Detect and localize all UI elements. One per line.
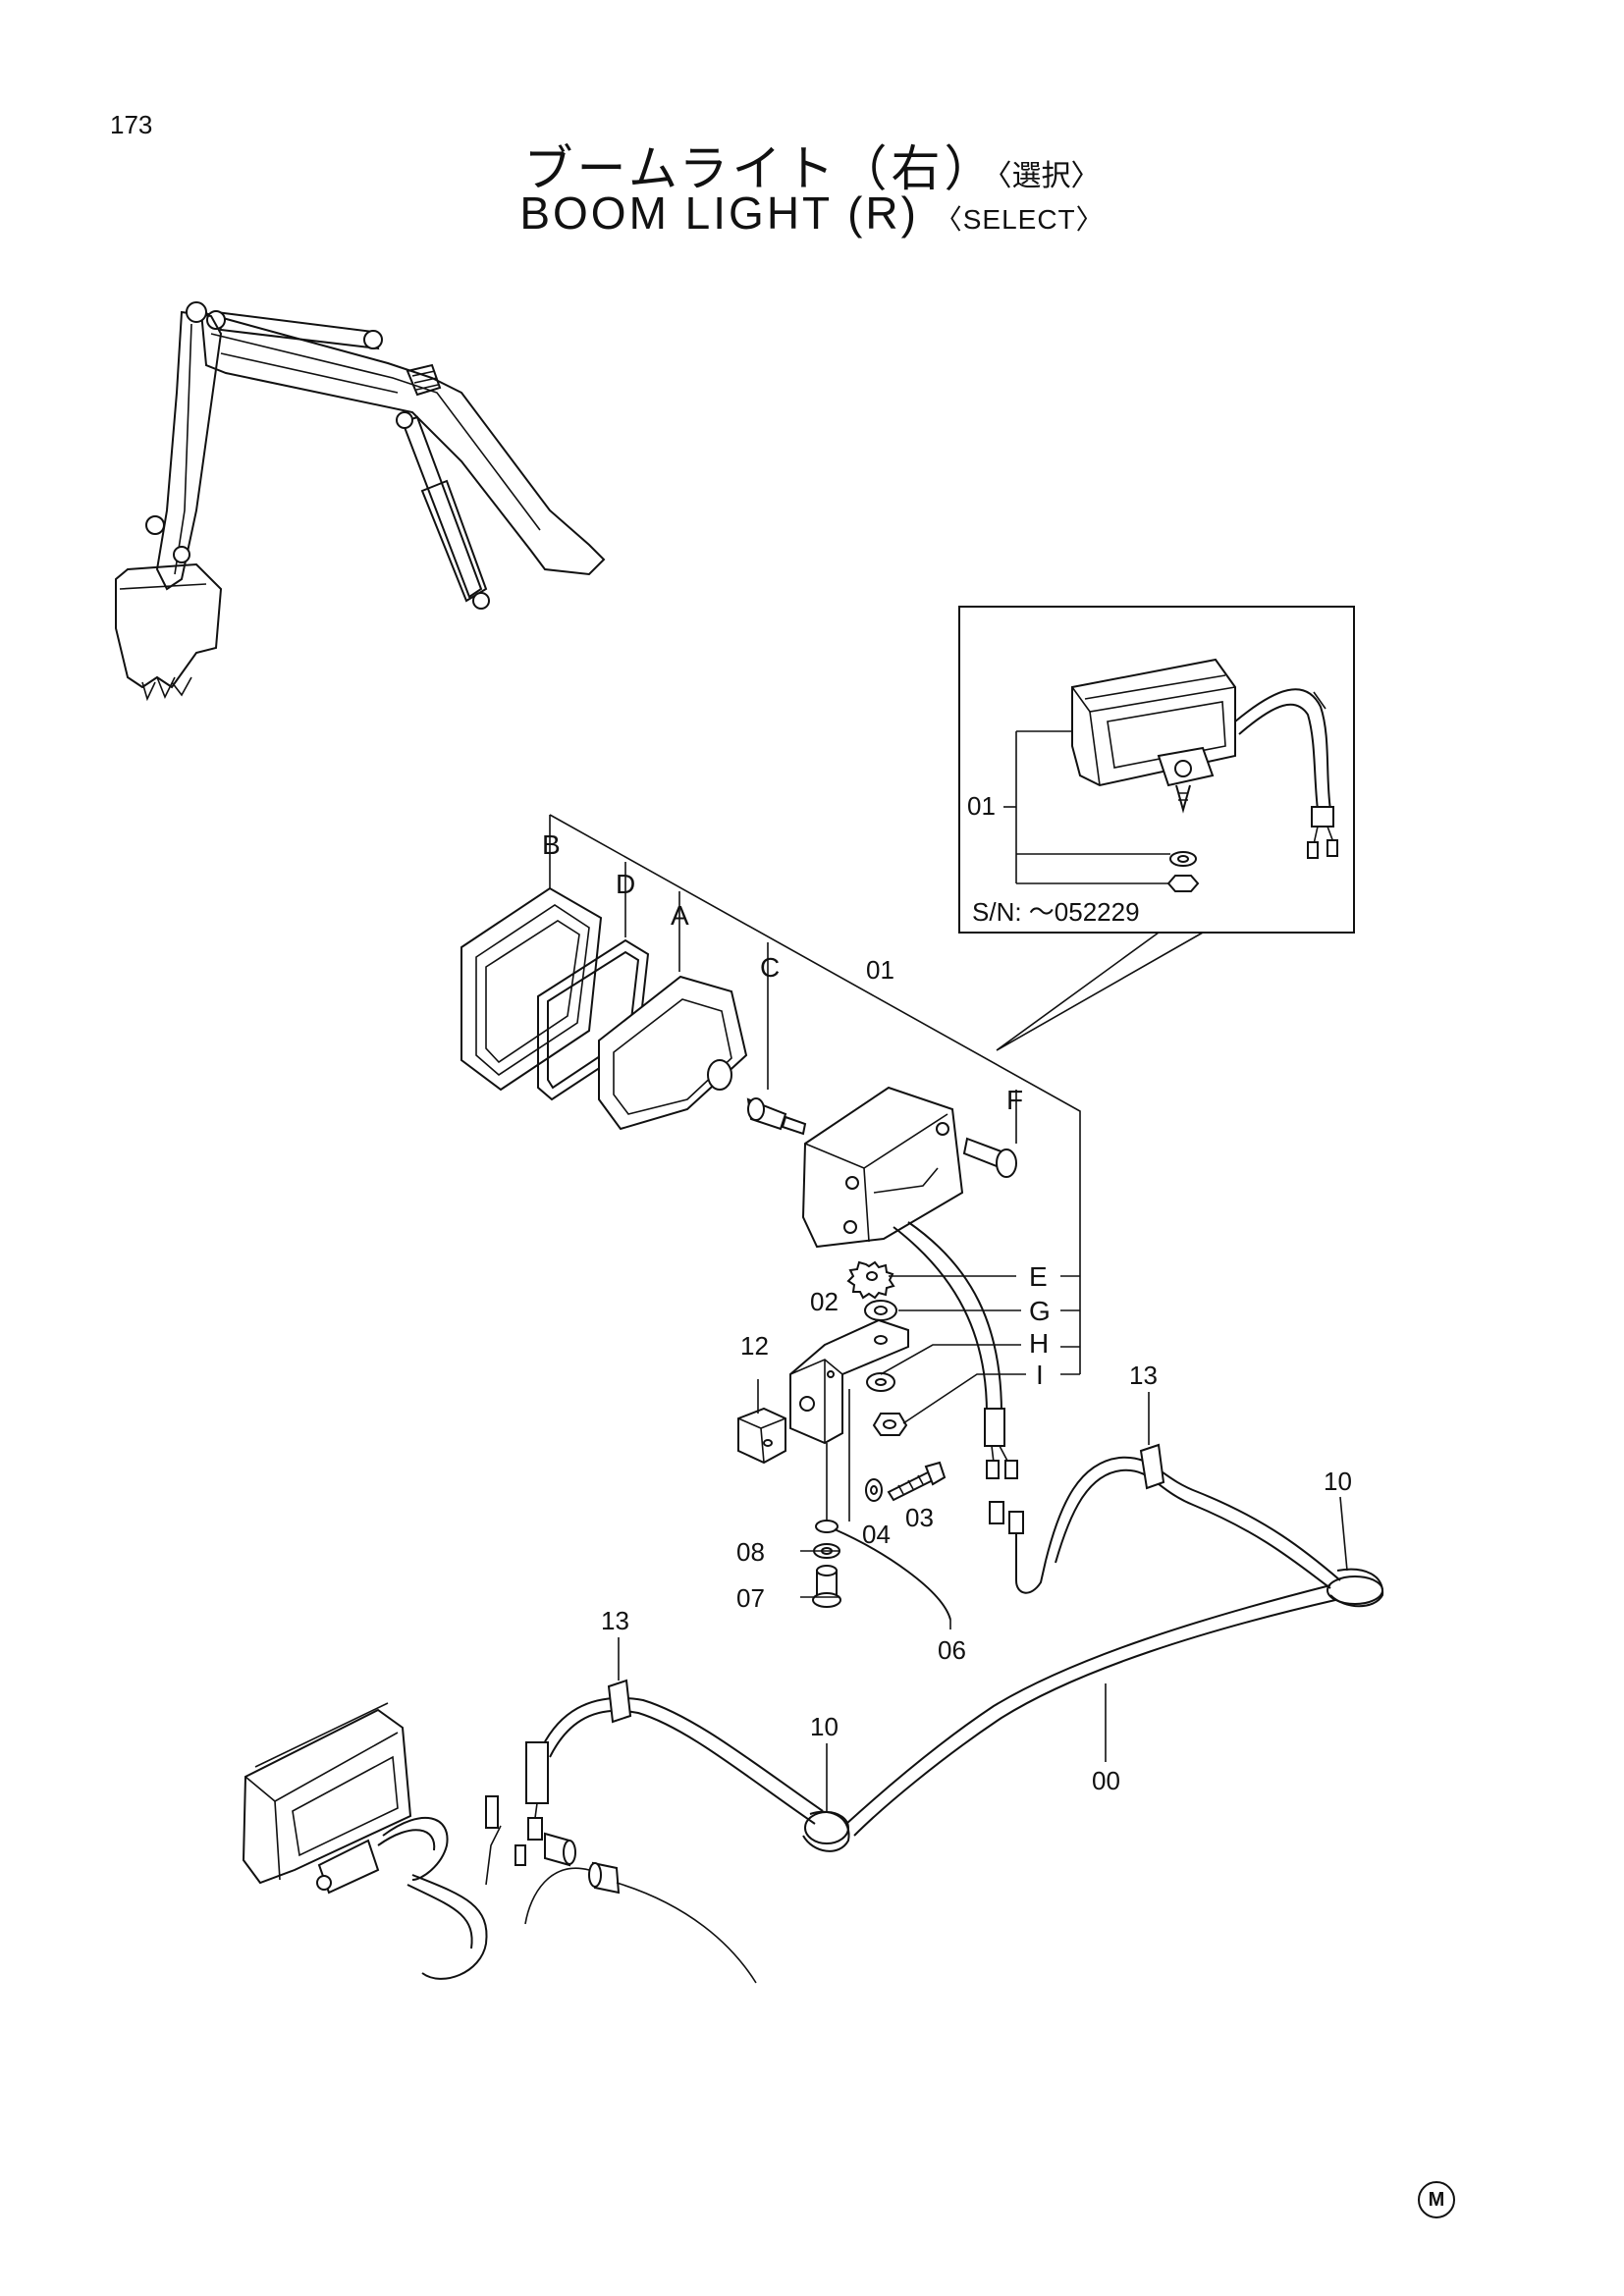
inset-callout-01: 01	[967, 791, 996, 821]
inset-serial-note: S/N: ～052229	[972, 897, 1140, 927]
page-number: 173	[110, 110, 153, 139]
title-japanese: ブームライト（右）〈選択〉	[0, 130, 1624, 200]
callout-G: G	[1029, 1296, 1051, 1326]
callout-12: 12	[740, 1331, 769, 1361]
callout-02: 02	[810, 1287, 839, 1316]
title-en-main: BOOM LIGHT (R)	[519, 187, 919, 239]
callout-07: 07	[736, 1583, 765, 1613]
callout-E: E	[1029, 1261, 1048, 1292]
callout-F: F	[1006, 1085, 1023, 1115]
callout-A: A	[671, 900, 689, 931]
corner-mark: M	[1418, 2181, 1455, 2218]
callout-03: 03	[905, 1503, 934, 1532]
wiring-harness	[524, 1443, 1384, 1984]
callout-10-upper: 10	[1324, 1467, 1352, 1496]
callout-13-upper: 13	[1129, 1361, 1158, 1390]
callout-01: 01	[866, 955, 894, 985]
mounted-lamp-drawing	[242, 1702, 526, 1980]
main-light-assembly	[460, 814, 1081, 1629]
callout-13-lower: 13	[601, 1606, 629, 1635]
callout-10-lower: 10	[810, 1712, 839, 1741]
callout-00: 00	[1092, 1766, 1120, 1795]
excavator-overview-drawing	[115, 301, 606, 702]
inset-detail-box: 01 S/N: ～052229	[958, 606, 1355, 934]
callout-C: C	[760, 952, 780, 983]
callout-06: 06	[938, 1635, 966, 1665]
callout-08: 08	[736, 1537, 765, 1567]
callout-I: I	[1036, 1360, 1044, 1390]
title-jp-main: ブームライト（右）	[523, 140, 998, 197]
title-english: BOOM LIGHT (R) 〈SELECT〉	[0, 187, 1624, 240]
title-en-sub: 〈SELECT〉	[934, 204, 1105, 235]
inset-pointer	[996, 932, 1204, 1051]
callout-labels: B D A C 01 F E G H I 02 12 03 04 08 07 0…	[542, 829, 1352, 1811]
callout-04: 04	[862, 1520, 891, 1549]
callout-H: H	[1029, 1328, 1049, 1359]
callout-D: D	[616, 869, 635, 899]
title-jp-sub: 〈選択〉	[997, 159, 1101, 193]
callout-B: B	[542, 829, 561, 860]
